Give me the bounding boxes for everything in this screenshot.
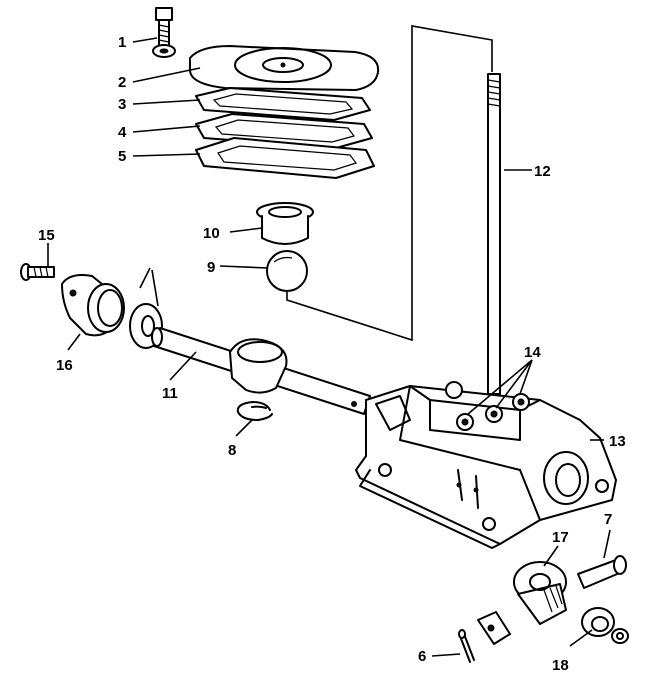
part-1-bolt <box>152 7 176 58</box>
callout-9: 9 <box>207 259 215 276</box>
part-5-plate <box>195 137 375 179</box>
callout-6: 6 <box>418 648 426 665</box>
part-9-ball <box>266 250 308 292</box>
part-7-pin <box>577 555 627 589</box>
part-13-housing <box>355 381 617 549</box>
part-8-circlip <box>236 401 273 421</box>
callout-12: 12 <box>534 163 551 180</box>
callout-14: 14 <box>524 344 541 361</box>
callout-7: 7 <box>604 511 612 528</box>
callout-5: 5 <box>118 148 126 165</box>
callout-8: 8 <box>228 442 236 459</box>
callout-1: 1 <box>118 34 126 51</box>
callout-16: 16 <box>56 357 73 374</box>
part-14-bushes <box>456 393 530 431</box>
callout-labels: 1 2 3 4 5 6 7 8 9 10 11 12 13 14 15 16 1… <box>38 34 626 674</box>
callout-17: 17 <box>552 529 569 546</box>
callout-15: 15 <box>38 227 55 244</box>
part-17-selector-sleeve <box>477 561 567 645</box>
part-10-bush <box>256 202 314 245</box>
part-15-screw <box>20 263 55 281</box>
callout-18: 18 <box>552 657 569 674</box>
part-11-selector-shaft <box>151 327 371 415</box>
callout-11: 11 <box>162 385 178 402</box>
part-2-cover-plate <box>189 45 380 91</box>
part-6-split-pin <box>458 629 475 663</box>
callout-3: 3 <box>118 96 126 113</box>
part-18-washers <box>581 607 629 644</box>
callout-10: 10 <box>203 225 220 242</box>
callout-13: 13 <box>609 433 626 450</box>
part-16-end-housing <box>61 274 125 337</box>
callout-4: 4 <box>118 124 127 141</box>
callout-2: 2 <box>118 74 126 91</box>
part-3-gasket <box>195 87 371 121</box>
leader-lines <box>47 37 611 657</box>
part-12-lever-rod <box>487 73 501 395</box>
assembly-guide-line <box>286 25 493 342</box>
